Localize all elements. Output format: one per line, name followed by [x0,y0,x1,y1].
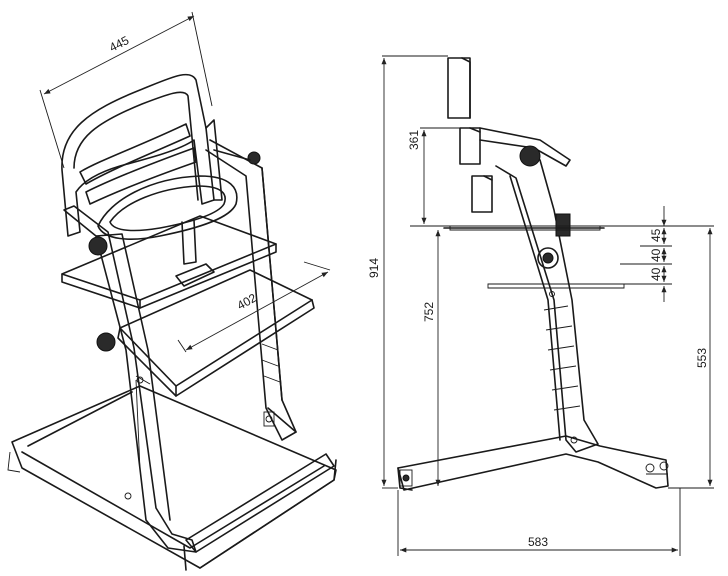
dimension-label-361: 361 [407,130,421,150]
side-plates [443,225,625,289]
dimension-label-40-upper: 40 [649,248,663,262]
side-backrest [447,57,571,213]
dimension-seat-height: 752 [422,230,441,486]
seat-plate [61,215,277,309]
dimension-backrest-height: 361 [407,127,462,227]
front-upright [63,205,197,553]
dimension-label-583: 583 [528,535,548,549]
side-base [397,435,669,491]
dimension-label-45: 45 [649,228,663,242]
side-view: 914 361 752 553 [367,55,714,556]
footrest-plate [117,269,315,397]
dimension-label-40-lower: 40 [649,267,663,281]
dimension-label-914: 914 [367,258,381,278]
dimension-adjust-steps: 45 40 40 [570,206,672,302]
dimension-label-752: 752 [422,302,436,322]
backrest [61,73,223,237]
dimension-base-depth: 583 [397,488,681,556]
dimension-total-height: 914 [367,55,448,489]
knob-icon [88,149,261,352]
dimension-footrest-height: 553 [624,225,714,489]
dimension-label-445: 445 [107,33,131,55]
perspective-view: 445 402 [7,11,337,571]
rear-upright [205,139,297,441]
side-upright [495,145,599,453]
dimension-label-553: 553 [695,348,709,368]
base-frame [7,385,337,571]
